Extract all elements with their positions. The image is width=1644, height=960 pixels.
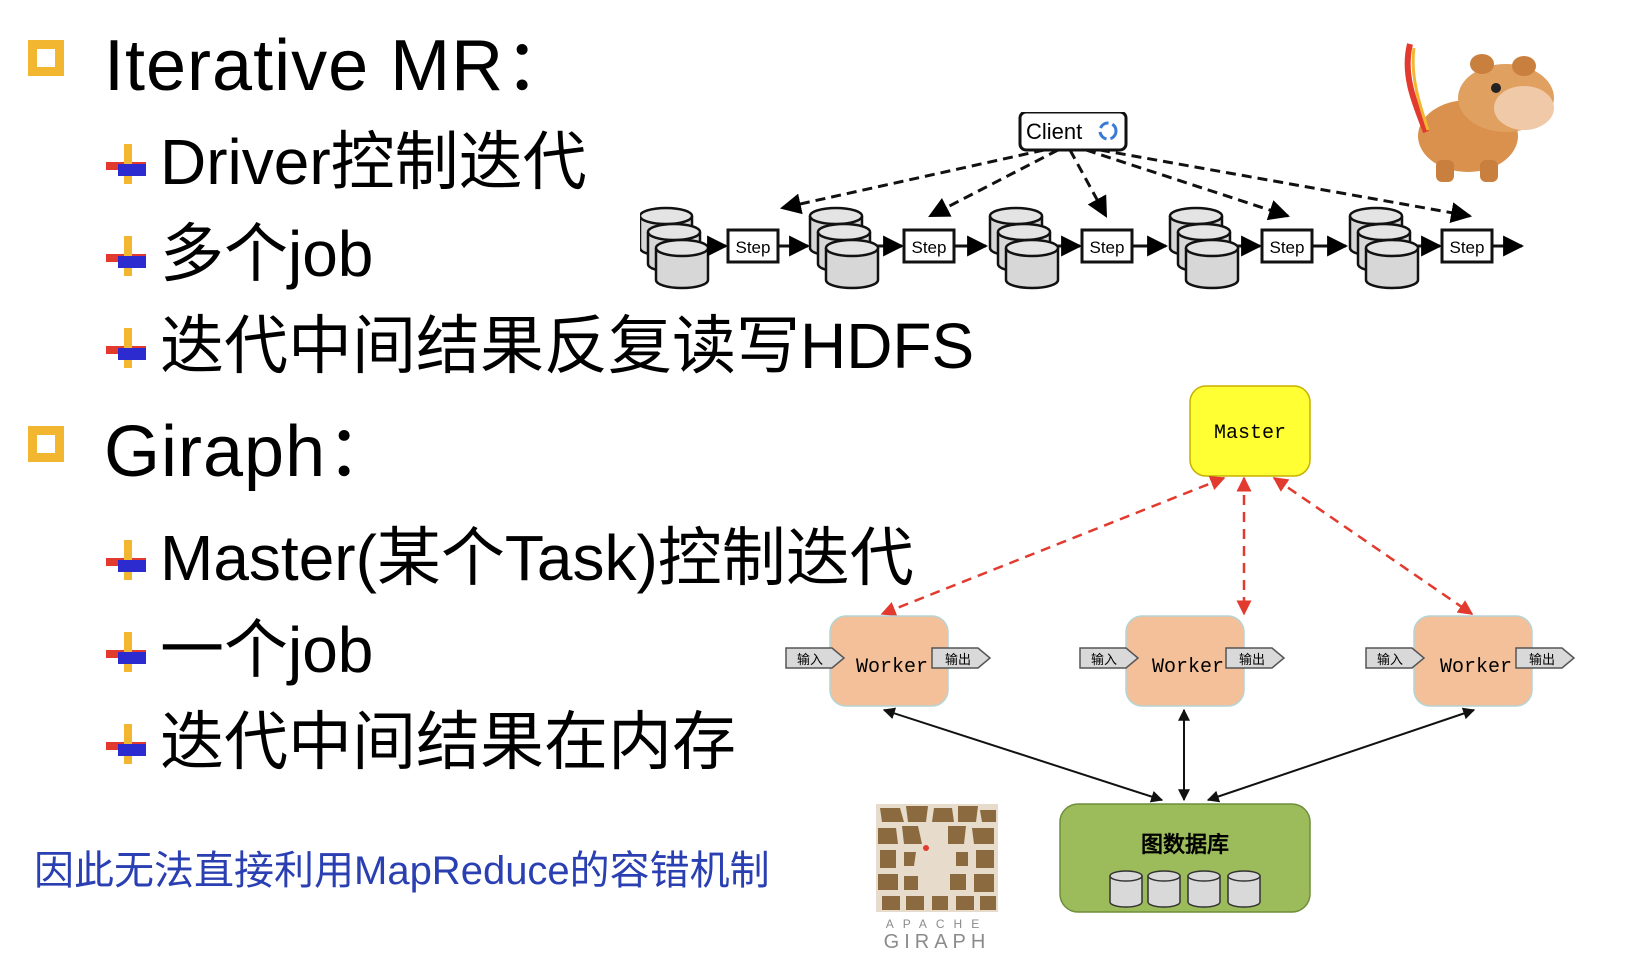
worker-output-tag: 输出 <box>931 647 992 669</box>
mr-pipeline-diagram: Client Step Step Step <box>640 112 1525 290</box>
section-heading-giraph: Giraph： <box>104 412 400 492</box>
svg-text:输入: 输入 <box>797 652 823 667</box>
svg-text:Worker: Worker <box>856 656 928 679</box>
svg-text:Worker: Worker <box>1440 656 1512 679</box>
hdfs-disk-stack <box>988 206 1060 290</box>
sub-bullet-icon <box>106 328 146 368</box>
worker-node: Worker 输入 输出 <box>1079 615 1286 707</box>
svg-text:输入: 输入 <box>1091 652 1117 667</box>
section-bullet-square <box>28 426 64 462</box>
database-disk-icons <box>1109 870 1261 908</box>
client-node: Client <box>1018 112 1128 152</box>
step-box: Step <box>1260 228 1314 264</box>
giraph-item-job: 一个job <box>160 614 374 686</box>
svg-text:Worker: Worker <box>1152 656 1224 679</box>
graph-database-node: 图数据库 <box>1059 803 1311 913</box>
giraph-architecture-diagram: Master Worker 输入 输出 Worker 输入 输出 <box>785 385 1576 913</box>
logo-giraph-text: GIRAPH <box>883 931 991 953</box>
client-arrows <box>779 148 1473 224</box>
giraffe-pattern-icon <box>876 804 998 912</box>
master-node: Master <box>1189 385 1311 477</box>
mr-item-hdfs: 迭代中间结果反复读写HDFS <box>160 310 975 382</box>
logo-apache-text: APACHE <box>885 917 989 931</box>
giraph-item-master: Master(某个Task)控制迭代 <box>160 522 914 594</box>
worker-output-tag: 输出 <box>1225 647 1286 669</box>
svg-text:Step: Step <box>1090 238 1125 257</box>
worker-output-tag: 输出 <box>1515 647 1576 669</box>
worker-node: Worker 输入 输出 <box>785 615 992 707</box>
svg-text:输出: 输出 <box>945 652 971 667</box>
svg-text:输出: 输出 <box>1239 652 1265 667</box>
mr-item-jobs: 多个job <box>160 218 374 290</box>
mr-item-driver: Driver控制迭代 <box>160 126 587 198</box>
worker-db-links <box>882 707 1476 803</box>
worker-input-tag: 输入 <box>785 647 846 669</box>
fault-tolerance-note: 因此无法直接利用MapReduce的容错机制 <box>34 849 770 893</box>
svg-text:Step: Step <box>736 238 771 257</box>
client-label: Client <box>1026 119 1082 144</box>
step-box: Step <box>902 228 956 264</box>
hdfs-disk-stack <box>1168 206 1240 290</box>
svg-text:输入: 输入 <box>1377 652 1403 667</box>
giraph-item-memory: 迭代中间结果在内存 <box>160 706 736 778</box>
sub-bullet-icon <box>106 540 146 580</box>
section-heading-iterative-mr: Iterative MR： <box>104 26 578 106</box>
hdfs-disk-stack <box>808 206 880 290</box>
sub-bullet-icon <box>106 632 146 672</box>
svg-text:Step: Step <box>912 238 947 257</box>
step-box: Step <box>1440 228 1494 264</box>
sub-bullet-icon <box>106 144 146 184</box>
svg-text:输出: 输出 <box>1529 652 1555 667</box>
master-label: Master <box>1214 422 1286 445</box>
step-box: Step <box>726 228 780 264</box>
worker-input-tag: 输入 <box>1365 647 1426 669</box>
sub-bullet-icon <box>106 724 146 764</box>
svg-text:Step: Step <box>1270 238 1305 257</box>
hadoop-mascot-icon <box>1404 43 1554 182</box>
sub-bullet-icon <box>106 236 146 276</box>
section-bullet-square <box>28 40 64 76</box>
master-worker-links <box>880 476 1474 616</box>
graph-database-label: 图数据库 <box>1141 832 1229 857</box>
hdfs-disk-stack <box>640 206 710 290</box>
svg-text:Step: Step <box>1450 238 1485 257</box>
hdfs-disk-stack <box>1348 206 1420 290</box>
worker-input-tag: 输入 <box>1079 647 1140 669</box>
worker-node: Worker 输入 输出 <box>1365 615 1576 707</box>
apache-giraph-logo: APACHE GIRAPH <box>876 804 998 953</box>
step-box: Step <box>1080 228 1134 264</box>
